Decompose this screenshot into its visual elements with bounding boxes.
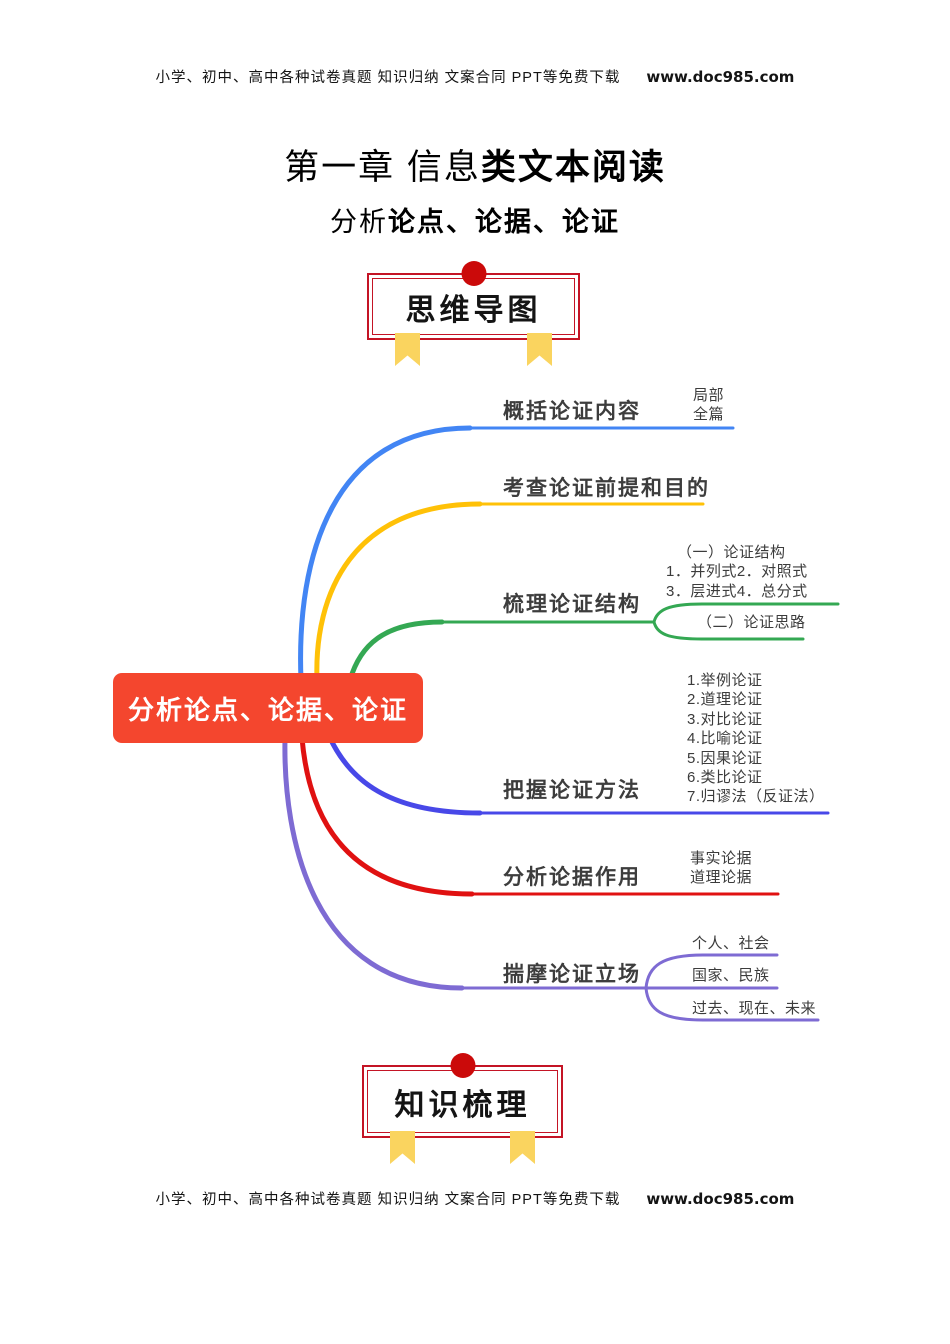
- child-item: 1．并列式2．对照式: [666, 563, 808, 581]
- child-item: 过去、现在、未来: [692, 1000, 817, 1017]
- branch-6-child-2: 国家、民族: [692, 966, 770, 985]
- child-item: 道理论据: [690, 869, 753, 887]
- child-item: 国家、民族: [692, 967, 770, 984]
- branch-5-curve: [299, 735, 475, 897]
- branch-3-group-2: （二）论证思路: [697, 613, 806, 632]
- badge-dot-icon: [461, 261, 486, 286]
- branch-6-curve: [282, 735, 465, 991]
- branch-4-curve: [327, 735, 483, 816]
- page-subtitle-prefix: 分析: [330, 207, 388, 237]
- mindmap-center-node: 分析论点、论据、论证: [113, 673, 423, 743]
- badge-dot-icon: [450, 1053, 475, 1078]
- child-item: 2.道理论证: [687, 691, 763, 709]
- mindmap-center-label: 分析论点、论据、论证: [127, 694, 408, 725]
- page-header: 小学、初中、高中各种试卷真题 知识归纳 文案合同 PPT等免费下载 www.do…: [0, 66, 950, 87]
- child-item: 3.对比论证: [687, 710, 763, 728]
- branch-label-summarize-content: 概括论证内容: [503, 400, 641, 423]
- branch-1-children: 局部 全篇: [693, 386, 724, 425]
- footer-text: 小学、初中、高中各种试卷真题 知识归纳 文案合同 PPT等免费下载: [155, 1192, 621, 1208]
- header-site-url: www.doc985.com: [646, 68, 795, 86]
- child-item: 4.比喻论证: [687, 730, 763, 748]
- child-item: 7.归谬法（反证法）: [687, 788, 825, 806]
- branch-6-child-3: 过去、现在、未来: [692, 999, 816, 1018]
- child-item: （一）论证结构: [677, 544, 786, 561]
- branch-5-children: 事实论据 道理论据: [690, 849, 752, 888]
- footer-site-url: www.doc985.com: [646, 1190, 795, 1208]
- child-item: 个人、社会: [692, 935, 770, 952]
- page-title-prefix: 第一章 信息: [284, 148, 481, 187]
- knowledge-section-title: 知识梳理: [394, 1088, 531, 1122]
- branch-label-structure: 梳理论证结构: [503, 593, 641, 616]
- header-text: 小学、初中、高中各种试卷真题 知识归纳 文案合同 PPT等免费下载: [155, 70, 621, 86]
- child-item: 5.因果论证: [687, 749, 763, 767]
- page-footer: 小学、初中、高中各种试卷真题 知识归纳 文案合同 PPT等免费下载 www.do…: [0, 1188, 950, 1209]
- branch-3-curve: [347, 619, 445, 683]
- page-subtitle: 分析论点、论据、论证: [0, 200, 950, 239]
- branch-4-children: 1.举例论证 2.道理论证 3.对比论证 4.比喻论证 5.因果论证 6.类比论…: [687, 671, 825, 807]
- page-title: 第一章 信息类文本阅读: [0, 139, 950, 190]
- branch-label-premise-purpose: 考查论证前提和目的: [503, 477, 710, 500]
- page-subtitle-emphasis: 论点、论据、论证: [388, 207, 620, 237]
- child-item: 6.类比论证: [687, 769, 763, 787]
- child-item: （二）论证思路: [697, 614, 806, 631]
- branch-3-split-bracket: [652, 602, 840, 641]
- branch-label-methods: 把握论证方法: [503, 779, 641, 802]
- branch-6-child-1: 个人、社会: [692, 934, 770, 953]
- branch-2-curve: [314, 501, 483, 683]
- mindmap-section-title: 思维导图: [405, 293, 542, 327]
- child-item: 局部: [693, 387, 725, 404]
- child-item: 3．层进式4．总分式: [666, 582, 808, 600]
- mindmap-section-badge: 思维导图: [367, 261, 580, 366]
- page-title-emphasis: 类文本阅读: [480, 148, 666, 187]
- branch-label-stance: 揣摩论证立场: [503, 963, 641, 986]
- knowledge-section-badge: 知识梳理: [362, 1053, 563, 1164]
- branch-label-evidence-role: 分析论据作用: [503, 866, 641, 889]
- child-item: 全篇: [693, 406, 725, 424]
- child-item: 事实论据: [690, 850, 753, 867]
- branch-1-curve: [298, 425, 473, 683]
- branch-3-group-1: （一）论证结构 1．并列式2．对照式 3．层进式4．总分式: [666, 543, 808, 601]
- child-item: 1.举例论证: [687, 672, 763, 689]
